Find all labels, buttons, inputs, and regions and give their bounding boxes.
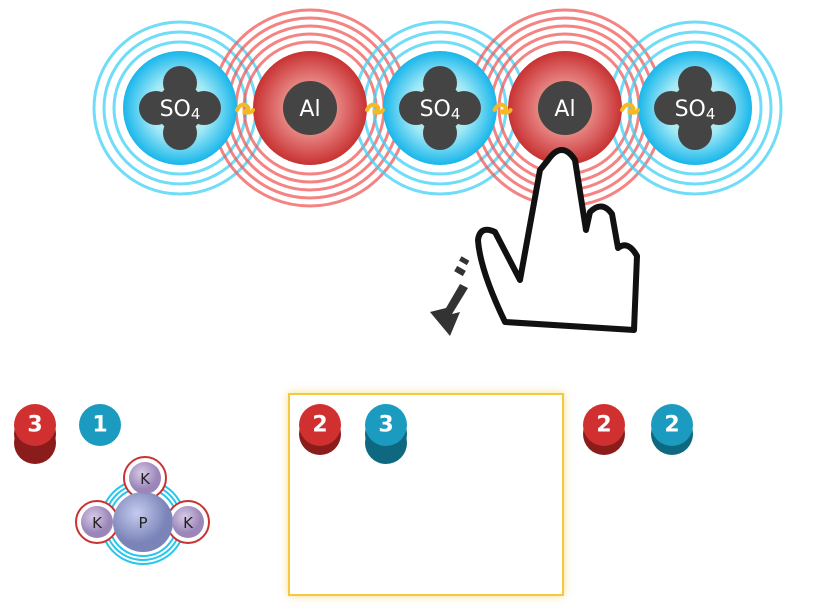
aluminum-core-icon: [538, 81, 592, 135]
ion-label: SO4: [160, 97, 201, 124]
sulfate-core-icon: [654, 66, 736, 150]
twist-bond-icon: [492, 102, 513, 115]
k-atom: [129, 462, 161, 494]
ion-label: Al: [554, 97, 575, 122]
counter-value: 3: [378, 413, 393, 438]
aluminum-core-icon: [283, 81, 337, 135]
drop-zone[interactable]: [288, 393, 564, 596]
p-label: P: [138, 514, 147, 532]
sulfate-ion[interactable]: SO4: [638, 51, 752, 165]
counter-value: 1: [92, 413, 107, 438]
aluminum-ion[interactable]: Al: [253, 51, 367, 165]
sulfate-ion[interactable]: SO4: [123, 51, 237, 165]
twist-bond-icon: [235, 102, 255, 115]
counter-value: 2: [664, 413, 679, 438]
blue-charge-counter[interactable]: 3: [365, 404, 407, 464]
k-label: K: [92, 514, 103, 532]
blue-charge-counter[interactable]: 2: [651, 404, 693, 455]
k-atom: [81, 506, 113, 538]
k-atom: [172, 506, 204, 538]
k-label: K: [140, 470, 151, 488]
molecule-pk3[interactable]: P K K K: [75, 456, 210, 565]
ion-chain: SO4 Al SO4 Al SO4: [92, 8, 783, 208]
drag-down-arrow-icon: [430, 256, 470, 336]
sulfate-ion[interactable]: SO4: [383, 51, 497, 165]
aluminum-ion[interactable]: Al: [508, 51, 622, 165]
ion-label: Al: [299, 97, 320, 122]
counter-value: 3: [27, 413, 42, 438]
k-label: K: [183, 514, 194, 532]
counter-value: 2: [312, 413, 327, 438]
ion-label: SO4: [675, 97, 716, 124]
red-charge-counter[interactable]: 2: [299, 404, 341, 455]
twist-bond-icon: [365, 102, 385, 115]
ion-label: SO4: [420, 97, 461, 124]
red-charge-counter[interactable]: 3: [14, 404, 56, 464]
p-atom: [113, 492, 173, 552]
pointing-hand-icon: [475, 147, 640, 333]
red-charge-counter[interactable]: 2: [583, 404, 625, 455]
blue-charge-counter[interactable]: 1: [79, 404, 121, 446]
twist-bond-icon: [620, 102, 640, 115]
sulfate-core-icon: [139, 66, 221, 150]
sulfate-core-icon: [399, 66, 481, 150]
counter-value: 2: [596, 413, 611, 438]
